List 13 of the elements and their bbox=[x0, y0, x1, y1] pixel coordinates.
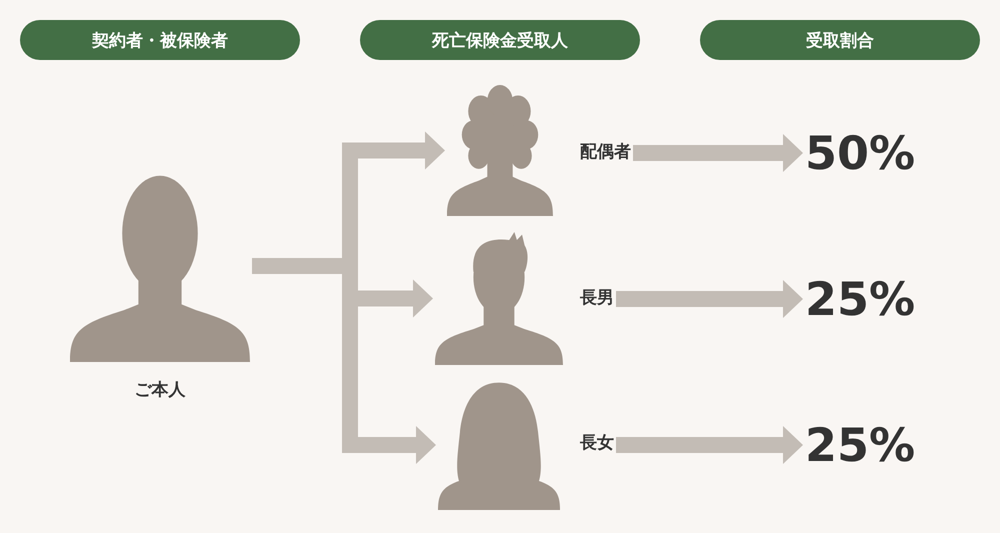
arrow bbox=[616, 426, 803, 464]
header-pill: 契約者・被保険者 bbox=[20, 20, 300, 60]
recipient-label: 長男 bbox=[580, 288, 614, 308]
person-caption: ご本人 bbox=[134, 380, 186, 400]
percentage-text: 25% bbox=[805, 420, 916, 470]
header-pill: 受取割合 bbox=[700, 20, 980, 60]
recipient-label: 長女 bbox=[580, 433, 614, 453]
percentage-text: 25% bbox=[805, 274, 916, 324]
arrow bbox=[633, 134, 803, 172]
arrow bbox=[616, 280, 803, 318]
recipient-label: 配偶者 bbox=[580, 142, 631, 162]
percentage-text: 50% bbox=[805, 128, 916, 178]
header-pill: 死亡保険金受取人 bbox=[360, 20, 640, 60]
